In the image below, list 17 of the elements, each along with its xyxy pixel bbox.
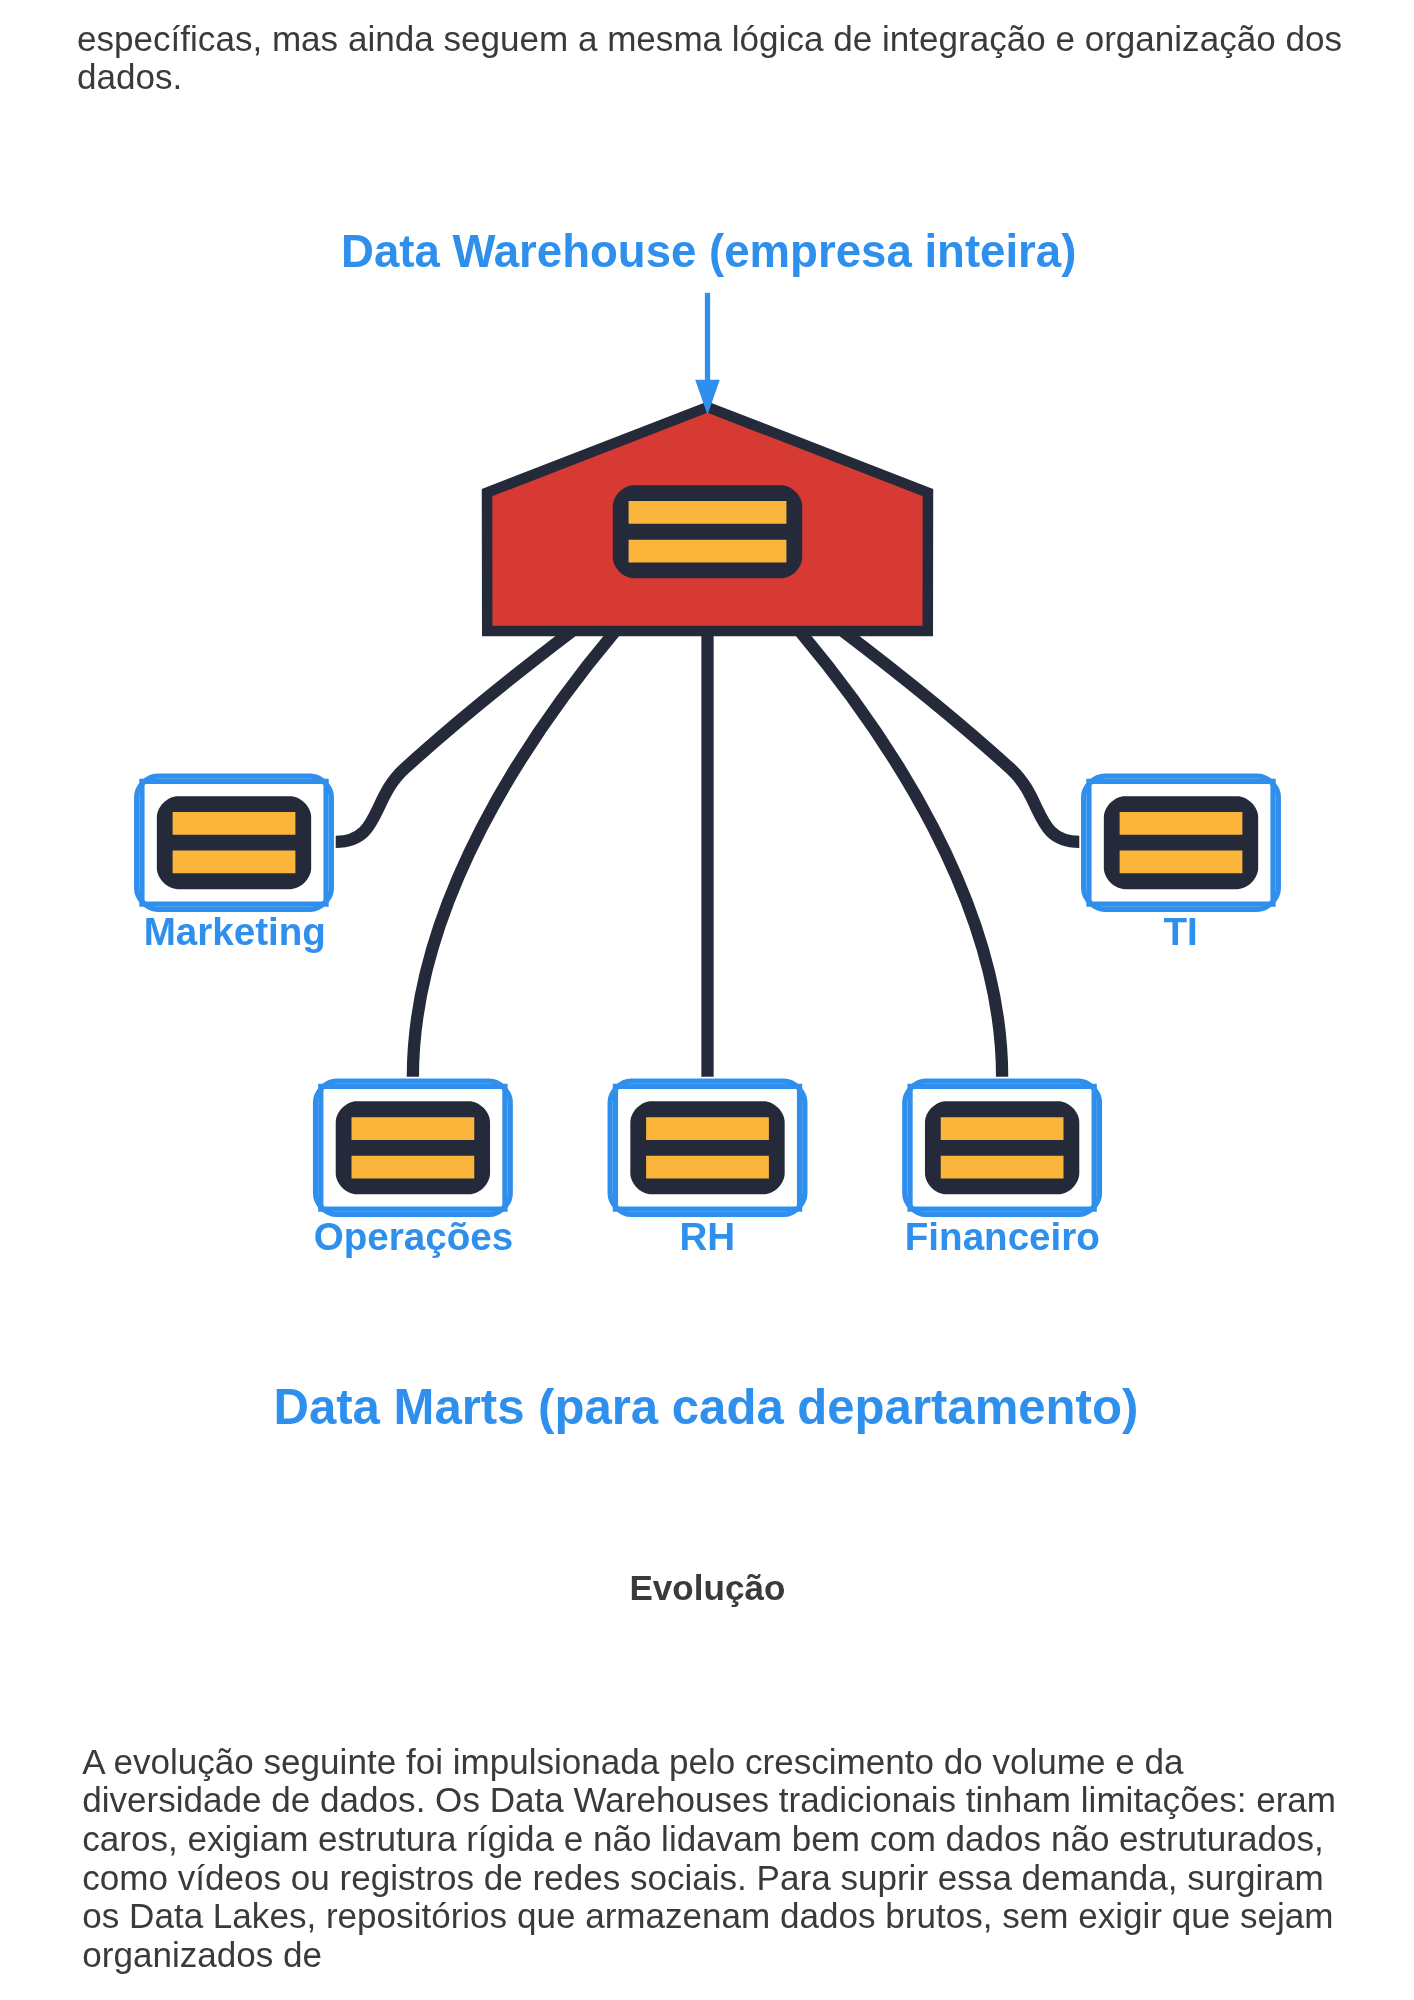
node-picture (133, 773, 334, 912)
label: Data Marts (para cada departamento) (272, 1379, 1138, 1434)
node-picture (481, 401, 933, 637)
node-picture (1080, 773, 1281, 912)
node-label: Financeiro (904, 1214, 1100, 1258)
node-picture (607, 1078, 807, 1218)
label: Evolução (628, 1568, 785, 1608)
node-label: RH (678, 1214, 735, 1258)
node-text: Data Warehouse (empresa inteira) (340, 225, 1076, 277)
node-label: TI (1162, 909, 1198, 953)
label: específicas, mas ainda seguem a mesma lógica de integração e organização dos dados. (76, 18, 1342, 97)
node-label: Operações (313, 1214, 513, 1258)
arrow (694, 292, 720, 415)
node-label: Marketing (143, 909, 326, 953)
label: A evolução seguinte foi impulsionada pelo crescimento do volume e da diversidade de dados. Os Data Warehouses tradicionais tinham limitações: eram caros, exigiam estrutura rígida e não lidavam bem com dados não estruturados, como vídeos ou registros de redes sociais. Para suprir essa demanda, surgiram os Data Lakes, repositórios que armazenam dados brutos, sem exigir que sejam organizados de (81, 1741, 1336, 1974)
node-picture (901, 1078, 1102, 1218)
node-picture (312, 1078, 513, 1218)
